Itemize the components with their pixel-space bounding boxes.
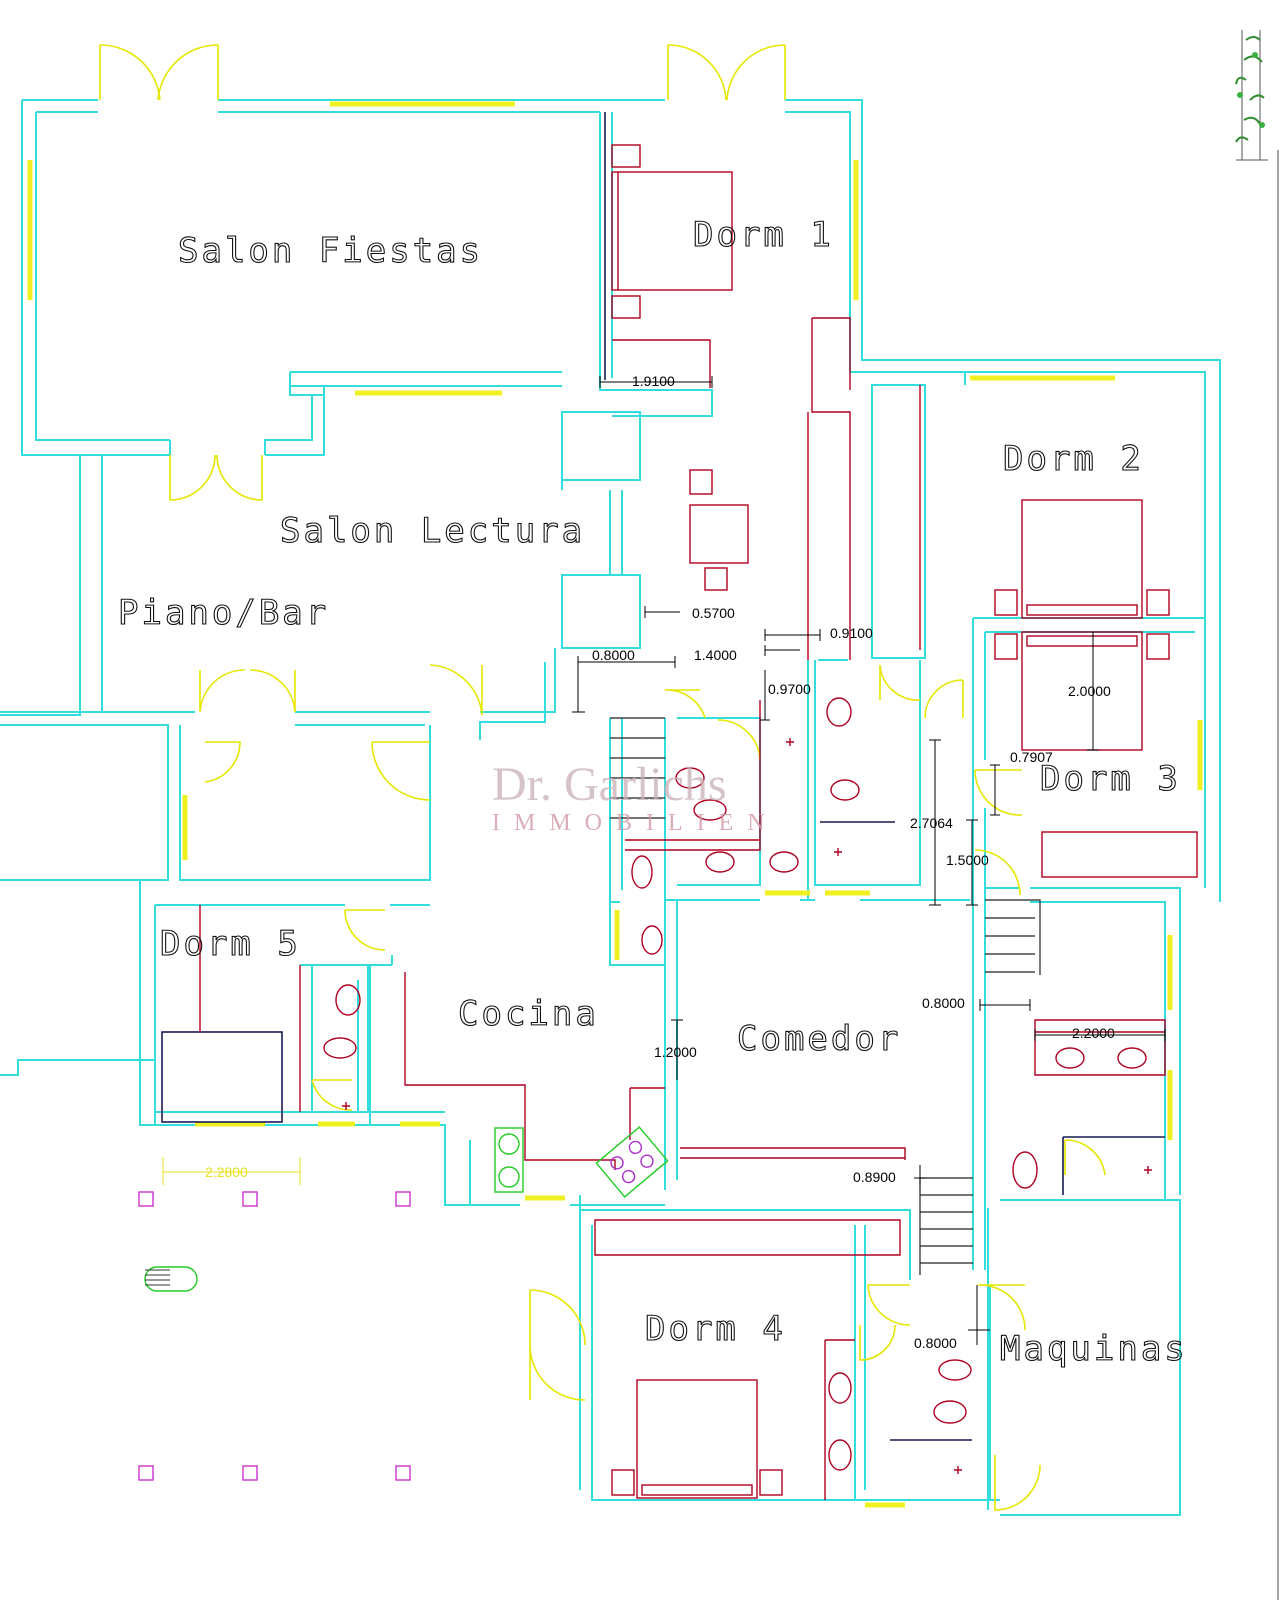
washbasin-icon: [335, 984, 361, 1016]
washbasin-icon: [828, 1439, 852, 1471]
label-salon-lectura: Salon Lectura: [280, 511, 585, 551]
bed-dorm2: [1021, 499, 1143, 619]
walls: [0, 99, 1221, 1516]
label-comedor: Comedor: [737, 1019, 901, 1059]
washbasin-icon: [1117, 1047, 1147, 1069]
bed-dorm4: [636, 1379, 758, 1499]
toilet-icon: [693, 799, 727, 821]
watermark: Dr. Garlichs IMMOBILIEN: [492, 758, 779, 836]
washbasin-icon: [1055, 1047, 1085, 1069]
dim-0800-b: 0.8000: [922, 995, 965, 1011]
label-dorm-4: Dorm 4: [645, 1309, 786, 1349]
doors: [99, 44, 1106, 1511]
dim-0570: 0.5700: [692, 605, 735, 621]
dimension-labels: 1.9100 0.5700 0.8000 1.4000 0.9100 0.970…: [205, 373, 1115, 1351]
sink-icon: [494, 1127, 524, 1193]
toilet-icon: [830, 779, 860, 801]
dim-0970: 0.9700: [768, 681, 811, 697]
dim-1910: 1.9100: [632, 373, 675, 389]
label-dorm-2: Dorm 2: [1003, 439, 1144, 479]
bed-dorm3: [1021, 631, 1143, 751]
washbasin-icon: [828, 1372, 852, 1404]
dim-1500: 1.5000: [946, 852, 989, 868]
dim-1400: 1.4000: [694, 647, 737, 663]
dim-2000: 2.0000: [1068, 683, 1111, 699]
label-dorm-3: Dorm 3: [1040, 759, 1181, 799]
watermark-line1: Dr. Garlichs: [492, 758, 727, 811]
stairs: [610, 717, 1041, 1275]
room-labels: Salon Fiestas Dorm 1 Dorm 2 Salon Lectur…: [117, 214, 1188, 1369]
furniture: [161, 112, 1198, 1500]
windows: [27, 101, 1203, 1508]
sanitary-fixtures: [323, 697, 1152, 1474]
dim-2280: 2.2800: [205, 1164, 248, 1180]
label-dorm-5: Dorm 5: [160, 924, 301, 964]
bed-dorm1: [611, 171, 733, 291]
label-salon-fiestas: Salon Fiestas: [178, 231, 483, 271]
label-piano-bar: Piano/Bar: [118, 593, 329, 633]
dim-0800-a: 0.8000: [592, 647, 635, 663]
dim-2200: 2.2000: [1072, 1025, 1115, 1041]
toilet-icon: [323, 1037, 357, 1059]
toilet-icon: [933, 1400, 967, 1424]
dimension-lines: [572, 376, 1166, 1345]
toilet-icon: [631, 855, 653, 889]
washbasin-icon: [705, 851, 735, 873]
plant-icon: [1235, 30, 1279, 1600]
cooktop-icon: [595, 1126, 669, 1198]
washbasin-icon: [641, 925, 663, 955]
bed-dorm5: [161, 1031, 283, 1123]
dim-0800-c: 0.8000: [914, 1335, 957, 1351]
dim-2706: 2.7064: [910, 815, 953, 831]
washbasin-icon: [769, 851, 799, 873]
dim-0910: 0.9100: [830, 625, 873, 641]
label-cocina: Cocina: [458, 994, 599, 1034]
dim-0890: 0.8900: [853, 1169, 896, 1185]
watermark-line2: IMMOBILIEN: [492, 810, 779, 836]
kitchen-appliances: [144, 1126, 669, 1292]
dim-0790: 0.7907: [1010, 749, 1053, 765]
grill-icon: [144, 1266, 198, 1292]
washbasin-icon: [826, 697, 852, 727]
label-maquinas: Maquinas: [1000, 1329, 1188, 1369]
bidet-icon: [675, 767, 705, 789]
toilet-icon: [1012, 1151, 1038, 1189]
bidet-icon: [938, 1359, 972, 1381]
label-dorm-1: Dorm 1: [693, 215, 834, 255]
columns: [138, 1191, 411, 1481]
dim-1200: 1.2000: [654, 1044, 697, 1060]
dimension-lines-yellow: [162, 1157, 301, 1185]
